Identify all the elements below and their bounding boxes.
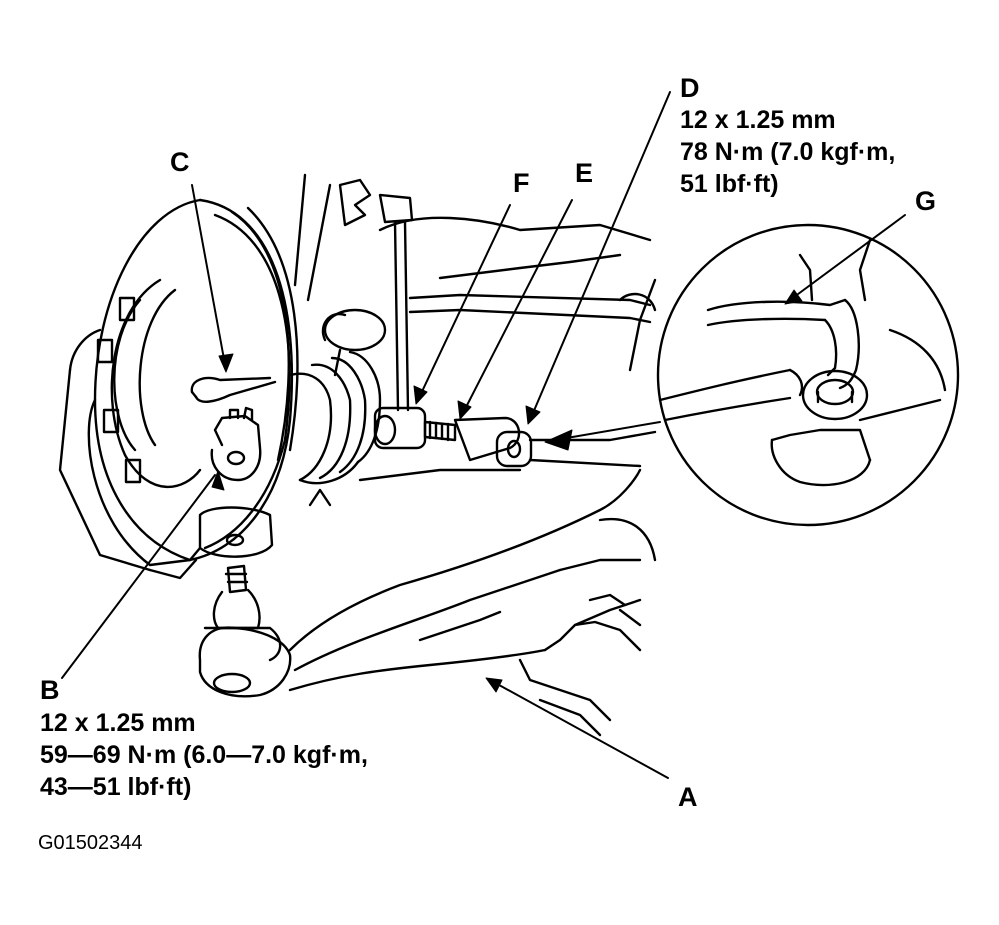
ball-joint bbox=[188, 406, 282, 662]
leader-detail bbox=[554, 421, 661, 441]
stabilizer-link bbox=[321, 178, 457, 450]
label-e: E bbox=[575, 158, 594, 188]
spec-d-size: 12 x 1.25 mm bbox=[680, 106, 836, 134]
label-a: A bbox=[678, 782, 698, 812]
leader-d bbox=[529, 91, 671, 421]
spec-d-torque-2: 51 lbf·ft) bbox=[680, 170, 779, 198]
leader-b bbox=[61, 474, 216, 679]
leader-g bbox=[789, 214, 906, 301]
arrowheads bbox=[211, 289, 803, 693]
cotter-pin bbox=[190, 376, 277, 403]
spec-b-torque-1: 59—69 N·m (6.0—7.0 kgf·m, bbox=[40, 741, 368, 769]
leader-f bbox=[417, 204, 511, 401]
leader-c bbox=[191, 184, 227, 371]
spec-b-torque-2: 43—51 lbf·ft) bbox=[40, 773, 192, 801]
brake-rotor-hub bbox=[58, 198, 299, 580]
label-f: F bbox=[513, 168, 530, 198]
label-b: B bbox=[40, 675, 60, 705]
label-g: G bbox=[915, 186, 937, 216]
figure-code: G01502344 bbox=[38, 832, 143, 854]
leader-lines bbox=[61, 91, 906, 779]
label-c: C bbox=[170, 147, 190, 177]
detail-circle bbox=[656, 223, 960, 527]
spec-d-torque-1: 78 N·m (7.0 kgf·m, bbox=[680, 138, 896, 166]
leader-a bbox=[489, 679, 669, 779]
spec-b-size: 12 x 1.25 mm bbox=[40, 709, 196, 737]
cv-boot bbox=[288, 173, 382, 485]
stabilizer-bar bbox=[308, 216, 657, 507]
lower-arm bbox=[198, 468, 657, 737]
label-d: D bbox=[680, 73, 700, 103]
leader-e bbox=[461, 199, 573, 416]
